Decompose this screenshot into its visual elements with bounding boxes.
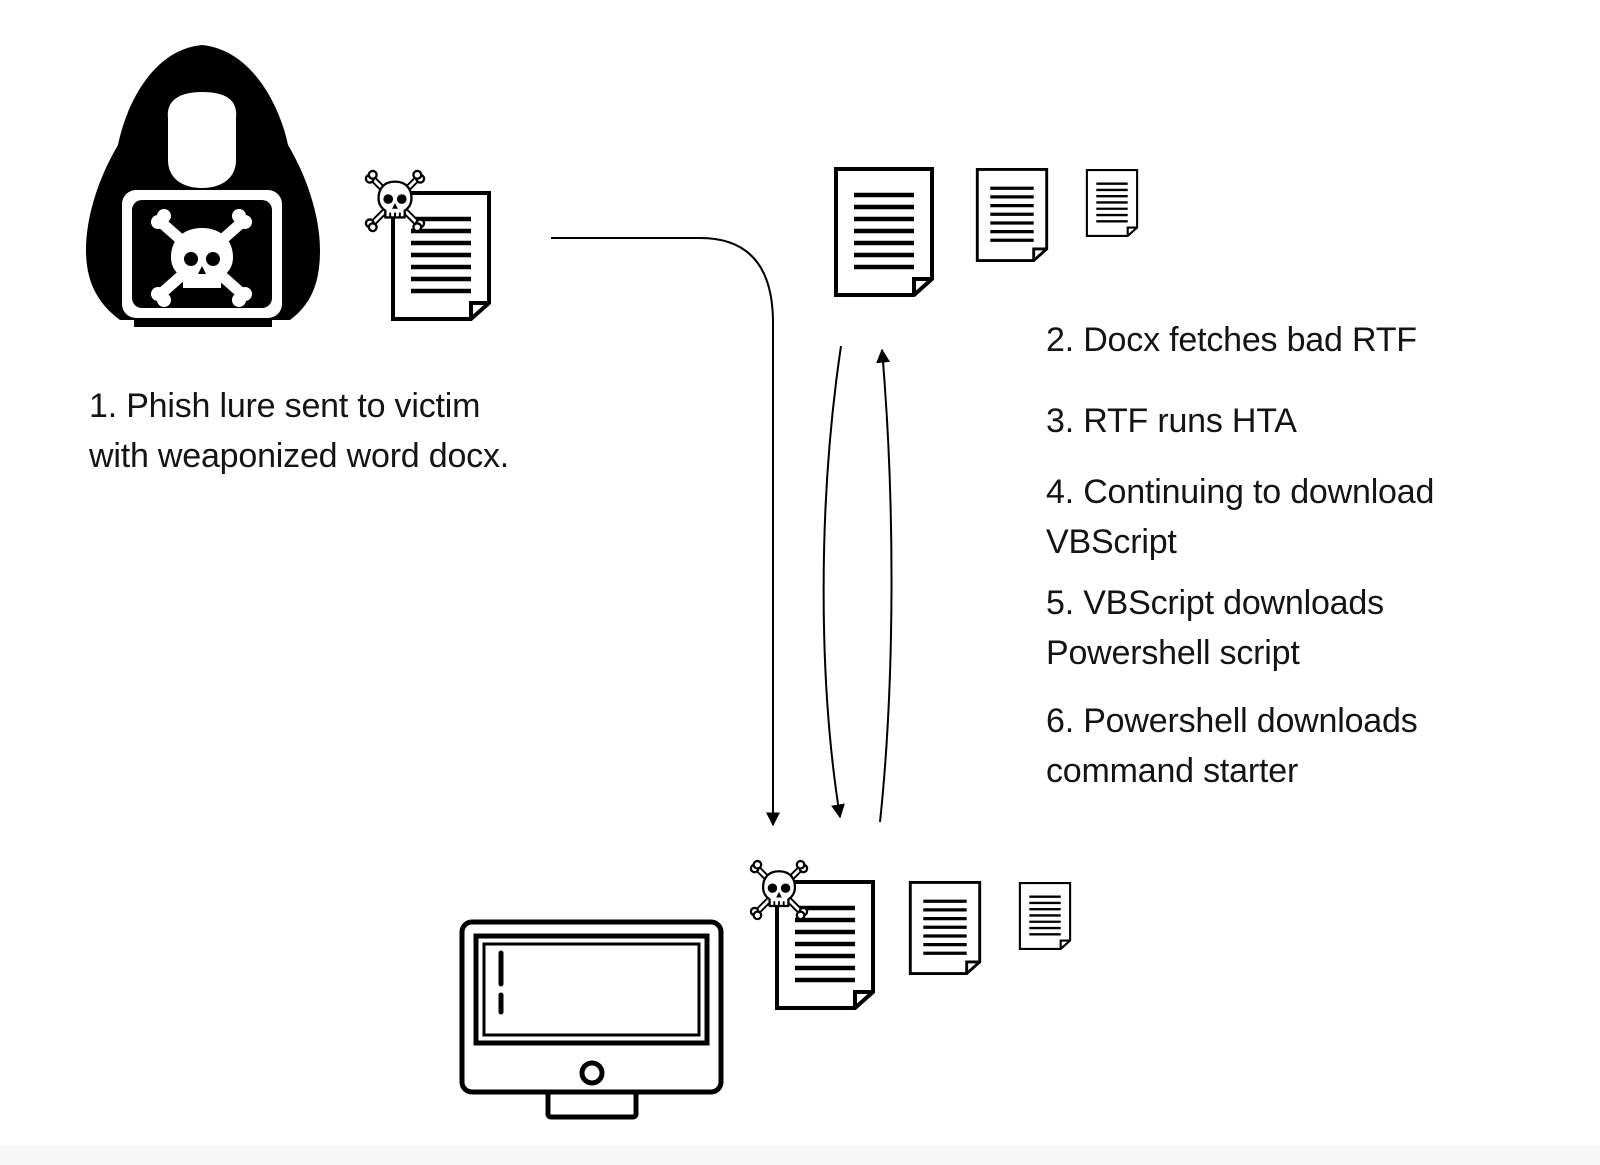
- step-2-line-1: 2. Docx fetches bad RTF: [1046, 321, 1417, 359]
- step-6-line-1: 6. Powershell downloads: [1046, 702, 1418, 740]
- step-2-label: 2. Docx fetches bad RTF: [1046, 315, 1417, 365]
- step-5-line-2: Powershell script: [1046, 634, 1300, 672]
- step-1-label: 1. Phish lure sent to victim with weapon…: [89, 381, 509, 481]
- skull-document-icon: [366, 171, 489, 319]
- document-icon: [836, 169, 932, 295]
- step-5-line-1: 5. VBScript downloads: [1046, 584, 1384, 622]
- step-4-line-1: 4. Continuing to download: [1046, 473, 1435, 511]
- step-6-line-2: command starter: [1046, 752, 1299, 790]
- bottom-edge: [0, 1146, 1600, 1165]
- flow-arrow-phish: [551, 237, 780, 827]
- flow-arrow-download: [822, 345, 845, 819]
- step-1-line-1: 1. Phish lure sent to victim: [89, 387, 481, 425]
- skull-document-icon: [751, 861, 873, 1008]
- step-3-label: 3. RTF runs HTA: [1046, 396, 1297, 446]
- step-4-label: 4. Continuing to download VBScript: [1046, 467, 1434, 567]
- step-5-label: 5. VBScript downloads Powershell script: [1046, 578, 1384, 678]
- document-icon: [975, 167, 1049, 263]
- desktop-monitor-icon: [459, 919, 724, 1120]
- step-4-line-2: VBScript: [1046, 523, 1177, 561]
- skull-crossbones-icon: [151, 209, 252, 307]
- step-3-line-1: 3. RTF runs HTA: [1046, 402, 1297, 440]
- hooded-hacker-icon: [86, 45, 320, 327]
- document-icon: [1018, 881, 1072, 951]
- step-1-line-2: with weaponized word docx.: [89, 437, 510, 475]
- flow-arrow-fetch: [876, 348, 893, 823]
- document-icon: [908, 880, 982, 976]
- document-icon: [1085, 168, 1139, 238]
- step-6-label: 6. Powershell downloads command starter: [1046, 696, 1418, 796]
